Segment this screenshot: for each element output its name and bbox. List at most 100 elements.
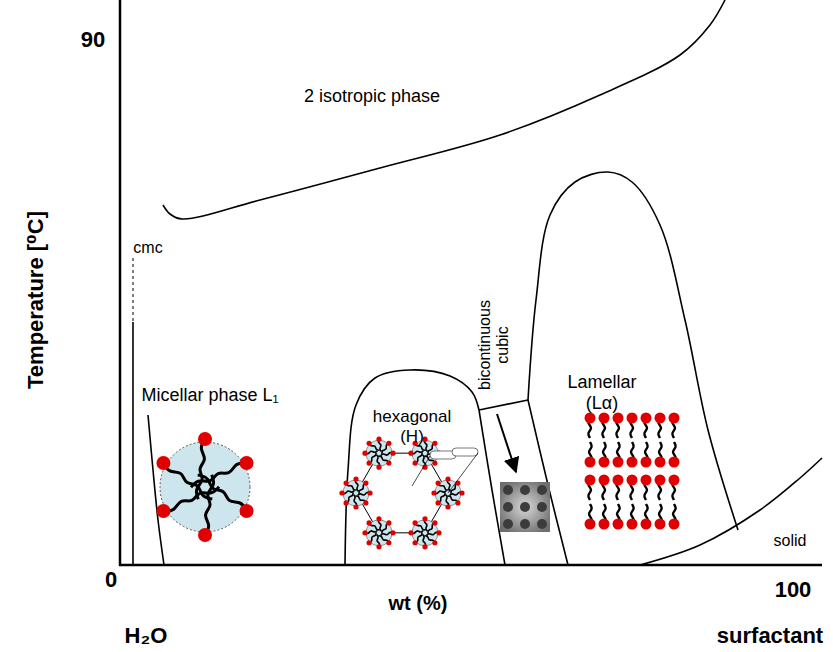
surfactant-head — [655, 457, 666, 468]
surfactant-head — [669, 519, 680, 530]
surfactant-head — [432, 540, 437, 545]
surfactant-head — [455, 500, 460, 505]
surfactant-head — [376, 544, 381, 549]
surfactant-head — [156, 456, 170, 470]
hexagon-outline — [356, 453, 448, 533]
surfactant-head — [367, 490, 372, 495]
surfactant-head — [386, 520, 391, 525]
cubic-channel — [537, 519, 547, 529]
cubic-channel — [520, 519, 530, 529]
surfactant-head — [240, 504, 254, 518]
surfactant-head — [627, 519, 638, 530]
axis-tick: 90 — [81, 27, 105, 52]
surfactant-head — [367, 520, 372, 525]
surfactant-head — [362, 451, 367, 456]
hexagonal-illustration — [339, 437, 478, 550]
surfactant-head — [669, 457, 680, 468]
cubic-channel — [503, 519, 513, 529]
surfactant-head — [613, 475, 624, 486]
lamellar-boundary — [528, 172, 738, 530]
surfactant-head — [367, 460, 372, 465]
surfactant-tail — [191, 463, 247, 487]
surfactant-head — [413, 460, 418, 465]
surfactant-head — [408, 451, 413, 456]
surfactant-head — [422, 516, 427, 521]
leader-line — [448, 453, 478, 493]
y-axis — [119, 0, 122, 566]
surfactant-head — [367, 441, 372, 446]
surfactant-head — [585, 457, 596, 468]
surfactant-head — [459, 490, 464, 495]
micelle-illustration — [156, 432, 253, 542]
surfactant-head — [376, 437, 381, 442]
surfactant-head — [432, 520, 437, 525]
surfactant-head — [156, 504, 170, 518]
surfactant-head — [353, 476, 358, 481]
surfactant-head — [641, 413, 652, 424]
surfactant-head — [344, 481, 349, 486]
phase-label: solid — [774, 532, 807, 550]
surfactant-tail — [196, 439, 205, 499]
surfactant-head — [641, 519, 652, 530]
lamellar-illustration — [585, 413, 680, 530]
surfactant-head — [641, 475, 652, 486]
surfactant-head — [413, 520, 418, 525]
surfactant-head — [669, 413, 680, 424]
axis-title: wt (%) — [389, 592, 448, 615]
cubic-channel — [503, 485, 513, 495]
phase-label: Lamellar (Lα) — [557, 372, 647, 413]
surfactant-head — [363, 500, 368, 505]
surfactant-head — [432, 441, 437, 446]
cmc-dashed-line — [133, 258, 134, 322]
surfactant-head — [627, 475, 638, 486]
surfactant-head — [240, 456, 254, 470]
axis-title: surfactant — [717, 623, 823, 648]
surfactant-head — [376, 516, 381, 521]
pointer-arrow — [497, 414, 516, 472]
surfactant-head — [432, 460, 437, 465]
cmc-line — [132, 322, 134, 565]
surfactant-head — [599, 519, 610, 530]
surfactant-head — [390, 530, 395, 535]
x-axis — [119, 564, 822, 567]
surfactant-head — [641, 457, 652, 468]
surfactant-head — [408, 530, 413, 535]
surfactant-head — [413, 540, 418, 545]
rod-cylinder — [452, 448, 478, 456]
surfactant-head — [353, 504, 358, 509]
surfactant-head — [669, 475, 680, 486]
rod-micelle — [343, 480, 369, 506]
surfactant-head — [599, 457, 610, 468]
surfactant-head — [627, 413, 638, 424]
surfactant-head — [386, 540, 391, 545]
surfactant-head — [367, 540, 372, 545]
surfactant-head — [436, 481, 441, 486]
cubic-block — [500, 482, 550, 532]
axis-title: Temperature [⁰C] — [23, 211, 48, 389]
axis-tick: 0 — [105, 567, 117, 592]
cubic-channel — [503, 502, 513, 512]
hexagonal-boundary — [345, 370, 479, 565]
surfactant-head — [198, 528, 212, 542]
surfactant-head — [655, 475, 666, 486]
surfactant-tail — [205, 475, 214, 535]
leader-line — [412, 456, 430, 486]
phase-label: 2 isotropic phase — [304, 86, 440, 107]
surfactant-head — [386, 460, 391, 465]
surfactant-head — [422, 544, 427, 549]
surfactant-head — [455, 481, 460, 486]
cubic-channel — [520, 502, 530, 512]
cubic-channel — [520, 485, 530, 495]
surfactant-head — [655, 519, 666, 530]
phase-label: Micellar phase L₁ — [140, 385, 280, 406]
surfactant-head — [613, 413, 624, 424]
surfactant-head — [436, 530, 441, 535]
surfactant-head — [445, 504, 450, 509]
two-phase-boundary — [163, 0, 725, 219]
phase-label: bicontinuous cubic — [476, 289, 513, 401]
axis-title: H₂O — [125, 623, 168, 648]
axes — [119, 0, 822, 566]
surfactant-head — [585, 519, 596, 530]
phase-label: hexagonal (H) — [362, 407, 462, 446]
